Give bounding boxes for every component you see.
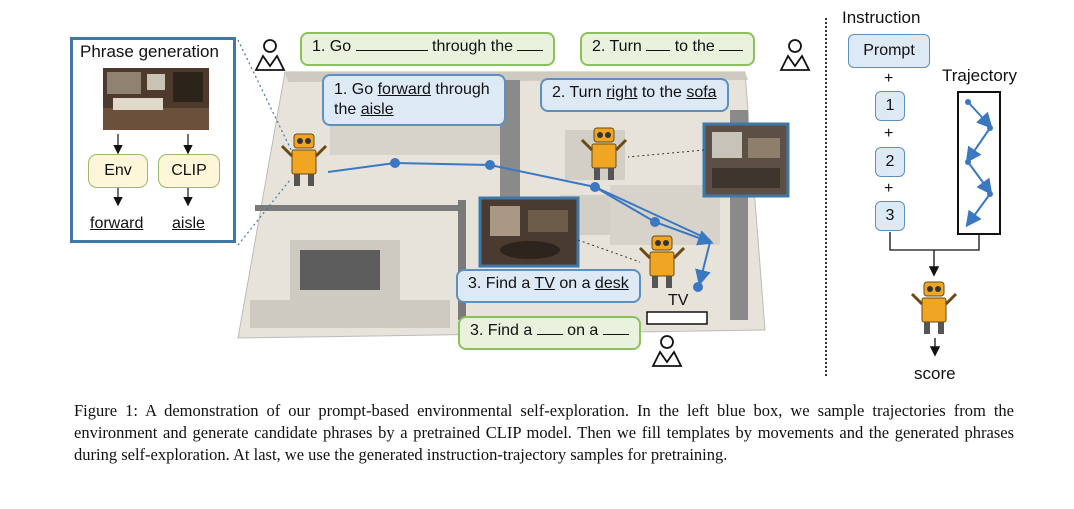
filled-bubble-1: 1. Go forward through the aisle (322, 74, 506, 126)
plus-sign: + (884, 70, 894, 87)
env-box: Env (88, 154, 148, 188)
template-bubble-1: 1. Go through the (300, 32, 556, 66)
score-label: score (914, 364, 956, 383)
env-output-forward: forward (90, 215, 144, 232)
kitchen-photo (103, 68, 209, 130)
person-icon (651, 335, 683, 367)
trajectory-diagram (889, 91, 1001, 277)
plus-sign: + (884, 180, 894, 197)
step-box-3: 3 (875, 201, 905, 231)
robot-icon (580, 127, 628, 180)
person-icon (779, 39, 811, 71)
person-icon (254, 39, 286, 71)
robot-icon (910, 281, 958, 334)
trajectory-label: Trajectory (942, 66, 1017, 85)
instruction-label: Instruction (842, 8, 921, 27)
template-bubble-3: 3. Find a on a (458, 316, 641, 350)
clip-box: CLIP (158, 154, 220, 188)
photo-inset-living-room (702, 122, 790, 198)
figure-caption: Figure 1: A demonstration of our prompt-… (74, 401, 1014, 464)
filled-bubble-3: 3. Find a TV on a desk (456, 269, 641, 303)
template-bubble-2: 2. Turn to the (580, 32, 756, 66)
floor-plan (237, 39, 790, 339)
phrase-generation-title: Phrase generation (80, 42, 219, 61)
dashed-divider (825, 18, 827, 376)
step-box-2: 2 (875, 147, 905, 177)
step-box-1: 1 (875, 91, 905, 121)
tv-label: TV (668, 292, 689, 309)
prompt-box: Prompt (848, 34, 930, 68)
trajectory-path (327, 158, 714, 292)
clip-output-aisle: aisle (172, 215, 205, 232)
robot-icon (280, 133, 328, 186)
photo-inset-dining-room (478, 196, 580, 268)
tv-marker (646, 311, 708, 325)
filled-bubble-2: 2. Turn right to the sofa (540, 78, 729, 112)
robot-icon (638, 235, 686, 288)
plus-sign: + (884, 125, 894, 142)
